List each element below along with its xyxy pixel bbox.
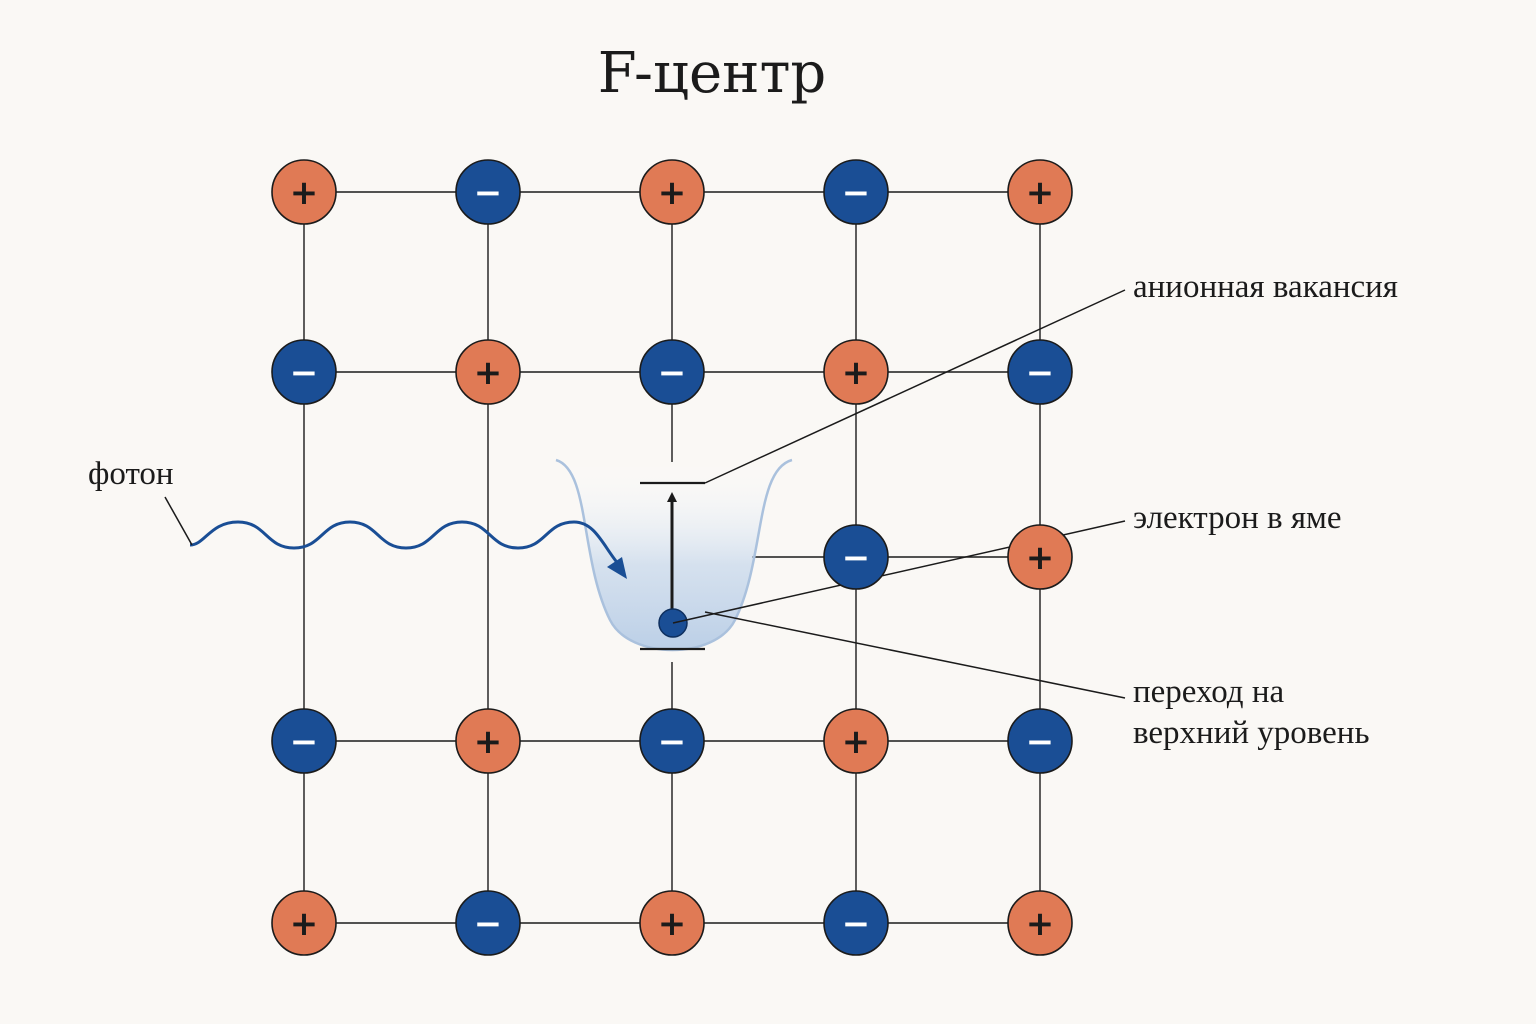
anion-circle	[455, 159, 521, 225]
anion: −	[823, 159, 889, 225]
cation: +	[823, 708, 889, 774]
transition-label-line1: переход на	[1133, 674, 1285, 710]
cation-circle	[639, 890, 705, 956]
cation: +	[1007, 890, 1073, 956]
potential-well	[556, 460, 792, 650]
cation-circle	[1007, 524, 1073, 590]
plus-sign: +	[290, 173, 319, 213]
cation: +	[1007, 524, 1073, 590]
anion: −	[823, 890, 889, 956]
plus-sign: +	[1026, 173, 1055, 213]
plus-sign: +	[1026, 904, 1055, 944]
minus-sign: −	[1026, 722, 1055, 762]
anion-circle	[823, 524, 889, 590]
cation-circle	[639, 159, 705, 225]
cation: +	[639, 159, 705, 225]
anion: −	[639, 339, 705, 405]
minus-sign: −	[842, 173, 871, 213]
cation-circle	[1007, 890, 1073, 956]
cation-circle	[271, 890, 337, 956]
anion: −	[1007, 339, 1073, 405]
anion-circle	[639, 708, 705, 774]
cation: +	[823, 339, 889, 405]
anion-circle	[455, 890, 521, 956]
cation: +	[1007, 159, 1073, 225]
plus-sign: +	[842, 353, 871, 393]
anion-circle	[823, 159, 889, 225]
anion-circle	[271, 339, 337, 405]
anion-circle	[1007, 339, 1073, 405]
plus-sign: +	[658, 904, 687, 944]
anion-circle	[823, 890, 889, 956]
photon-arrowhead	[607, 557, 627, 579]
plus-sign: +	[290, 904, 319, 944]
plus-sign: +	[842, 722, 871, 762]
cation: +	[455, 708, 521, 774]
plus-sign: +	[1026, 538, 1055, 578]
cation: +	[455, 339, 521, 405]
minus-sign: −	[290, 353, 319, 393]
cation-circle	[455, 708, 521, 774]
minus-sign: −	[842, 538, 871, 578]
photon-wave	[189, 520, 622, 567]
transition-leader	[704, 611, 1126, 699]
vacancy-leader	[704, 289, 1126, 484]
cation: +	[639, 890, 705, 956]
minus-sign: −	[1026, 353, 1055, 393]
minus-sign: −	[290, 722, 319, 762]
minus-sign: −	[474, 904, 503, 944]
cation: +	[271, 159, 337, 225]
photon-leader	[164, 496, 193, 546]
plus-sign: +	[474, 722, 503, 762]
minus-sign: −	[658, 353, 687, 393]
plus-sign: +	[658, 173, 687, 213]
photon-label: фотон	[88, 456, 174, 492]
vacancy-label: анионная вакансия	[1133, 269, 1398, 305]
transition-label-line2: верхний уровень	[1133, 715, 1370, 751]
anion: −	[1007, 708, 1073, 774]
cation-circle	[823, 339, 889, 405]
anion-circle	[639, 339, 705, 405]
anion-circle	[1007, 708, 1073, 774]
anion: −	[271, 708, 337, 774]
anion: −	[823, 524, 889, 590]
ions-layer: + − + − + − + − + − − + − + − + − + − + − +	[271, 159, 1073, 956]
anion-circle	[271, 708, 337, 774]
minus-sign: −	[474, 173, 503, 213]
anion: −	[455, 159, 521, 225]
cation-circle	[1007, 159, 1073, 225]
minus-sign: −	[658, 722, 687, 762]
plus-sign: +	[474, 353, 503, 393]
anion: −	[455, 890, 521, 956]
diagram-title: F-центр	[598, 41, 827, 106]
minus-sign: −	[842, 904, 871, 944]
anion: −	[639, 708, 705, 774]
cation-circle	[455, 339, 521, 405]
anion: −	[271, 339, 337, 405]
lattice-lines	[303, 191, 1041, 924]
electron-label: электрон в яме	[1133, 500, 1342, 536]
cation: +	[271, 890, 337, 956]
cation-circle	[271, 159, 337, 225]
cation-circle	[823, 708, 889, 774]
